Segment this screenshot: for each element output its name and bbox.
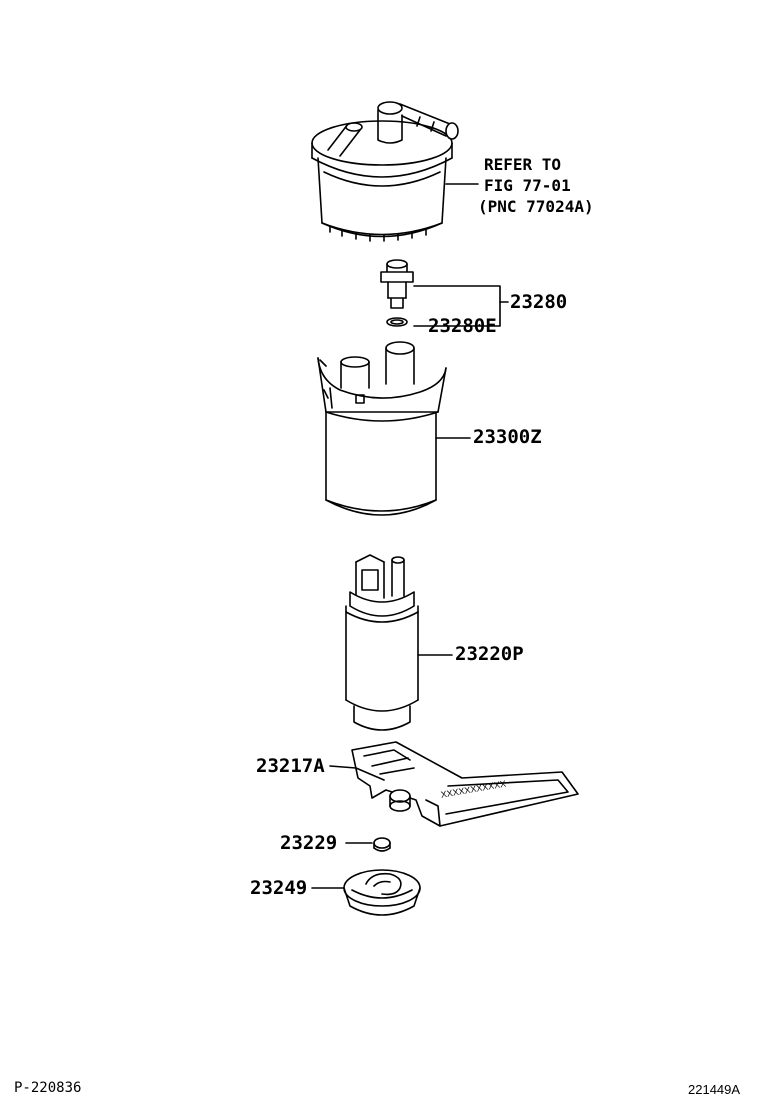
part-label-23217a[interactable]: 23217A <box>256 755 325 777</box>
part-label-23280e[interactable]: 23280E <box>428 315 497 337</box>
footer-left-code: P-220836 <box>14 1080 82 1096</box>
refer-note-line-2: FIG 77-01 <box>484 176 571 195</box>
footer-right-code: 221449A <box>688 1082 741 1097</box>
pump-bracket-23217a <box>329 741 579 827</box>
fuel-pump-23220p <box>345 554 453 731</box>
part-label-23220p[interactable]: 23220P <box>455 643 524 665</box>
refer-note-line-1: REFER TO <box>484 155 562 174</box>
cushion-23249 <box>311 869 421 916</box>
fuel-filter-23300z <box>317 341 471 516</box>
refer-note-line-3: (PNC 77024A) <box>478 197 594 216</box>
part-label-23249[interactable]: 23249 <box>250 877 308 899</box>
washer-23229 <box>345 837 391 852</box>
part-label-23280[interactable]: 23280 <box>510 291 568 313</box>
part-label-23229[interactable]: 23229 <box>280 832 338 854</box>
pressure-regulator-23280 <box>380 259 509 327</box>
part-label-23300z[interactable]: 23300Z <box>473 426 542 448</box>
filter-cap-assembly <box>311 101 479 242</box>
